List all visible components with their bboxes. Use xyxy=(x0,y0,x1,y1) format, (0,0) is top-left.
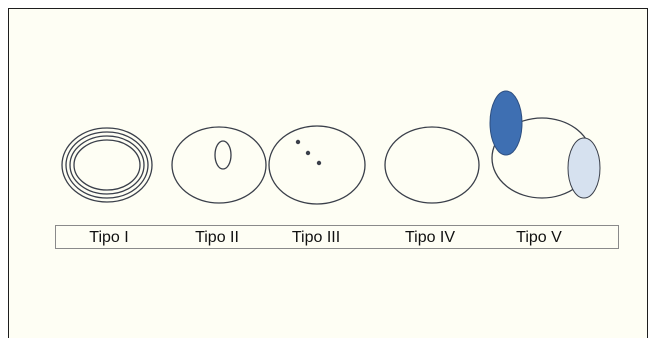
tipo-5-label: Tipo V xyxy=(516,229,562,246)
offset-ellipses-icon xyxy=(489,90,601,199)
diagram-frame: Tipo I Tipo II Tipo III Tipo IV Tipo V xyxy=(8,8,648,338)
scattered-dots-icon xyxy=(268,125,366,205)
empty-circle-icon xyxy=(384,126,480,204)
label-bar xyxy=(55,225,619,249)
tipo-4-label: Tipo IV xyxy=(404,229,456,246)
concentric-rings-icon xyxy=(61,127,153,203)
tipo-3-label: Tipo III xyxy=(291,229,341,246)
tipo-2-label: Tipo II xyxy=(195,229,239,246)
central-ring-icon xyxy=(171,126,267,204)
tipo-1-label: Tipo I xyxy=(89,229,129,246)
tipo-diagram xyxy=(61,90,601,205)
